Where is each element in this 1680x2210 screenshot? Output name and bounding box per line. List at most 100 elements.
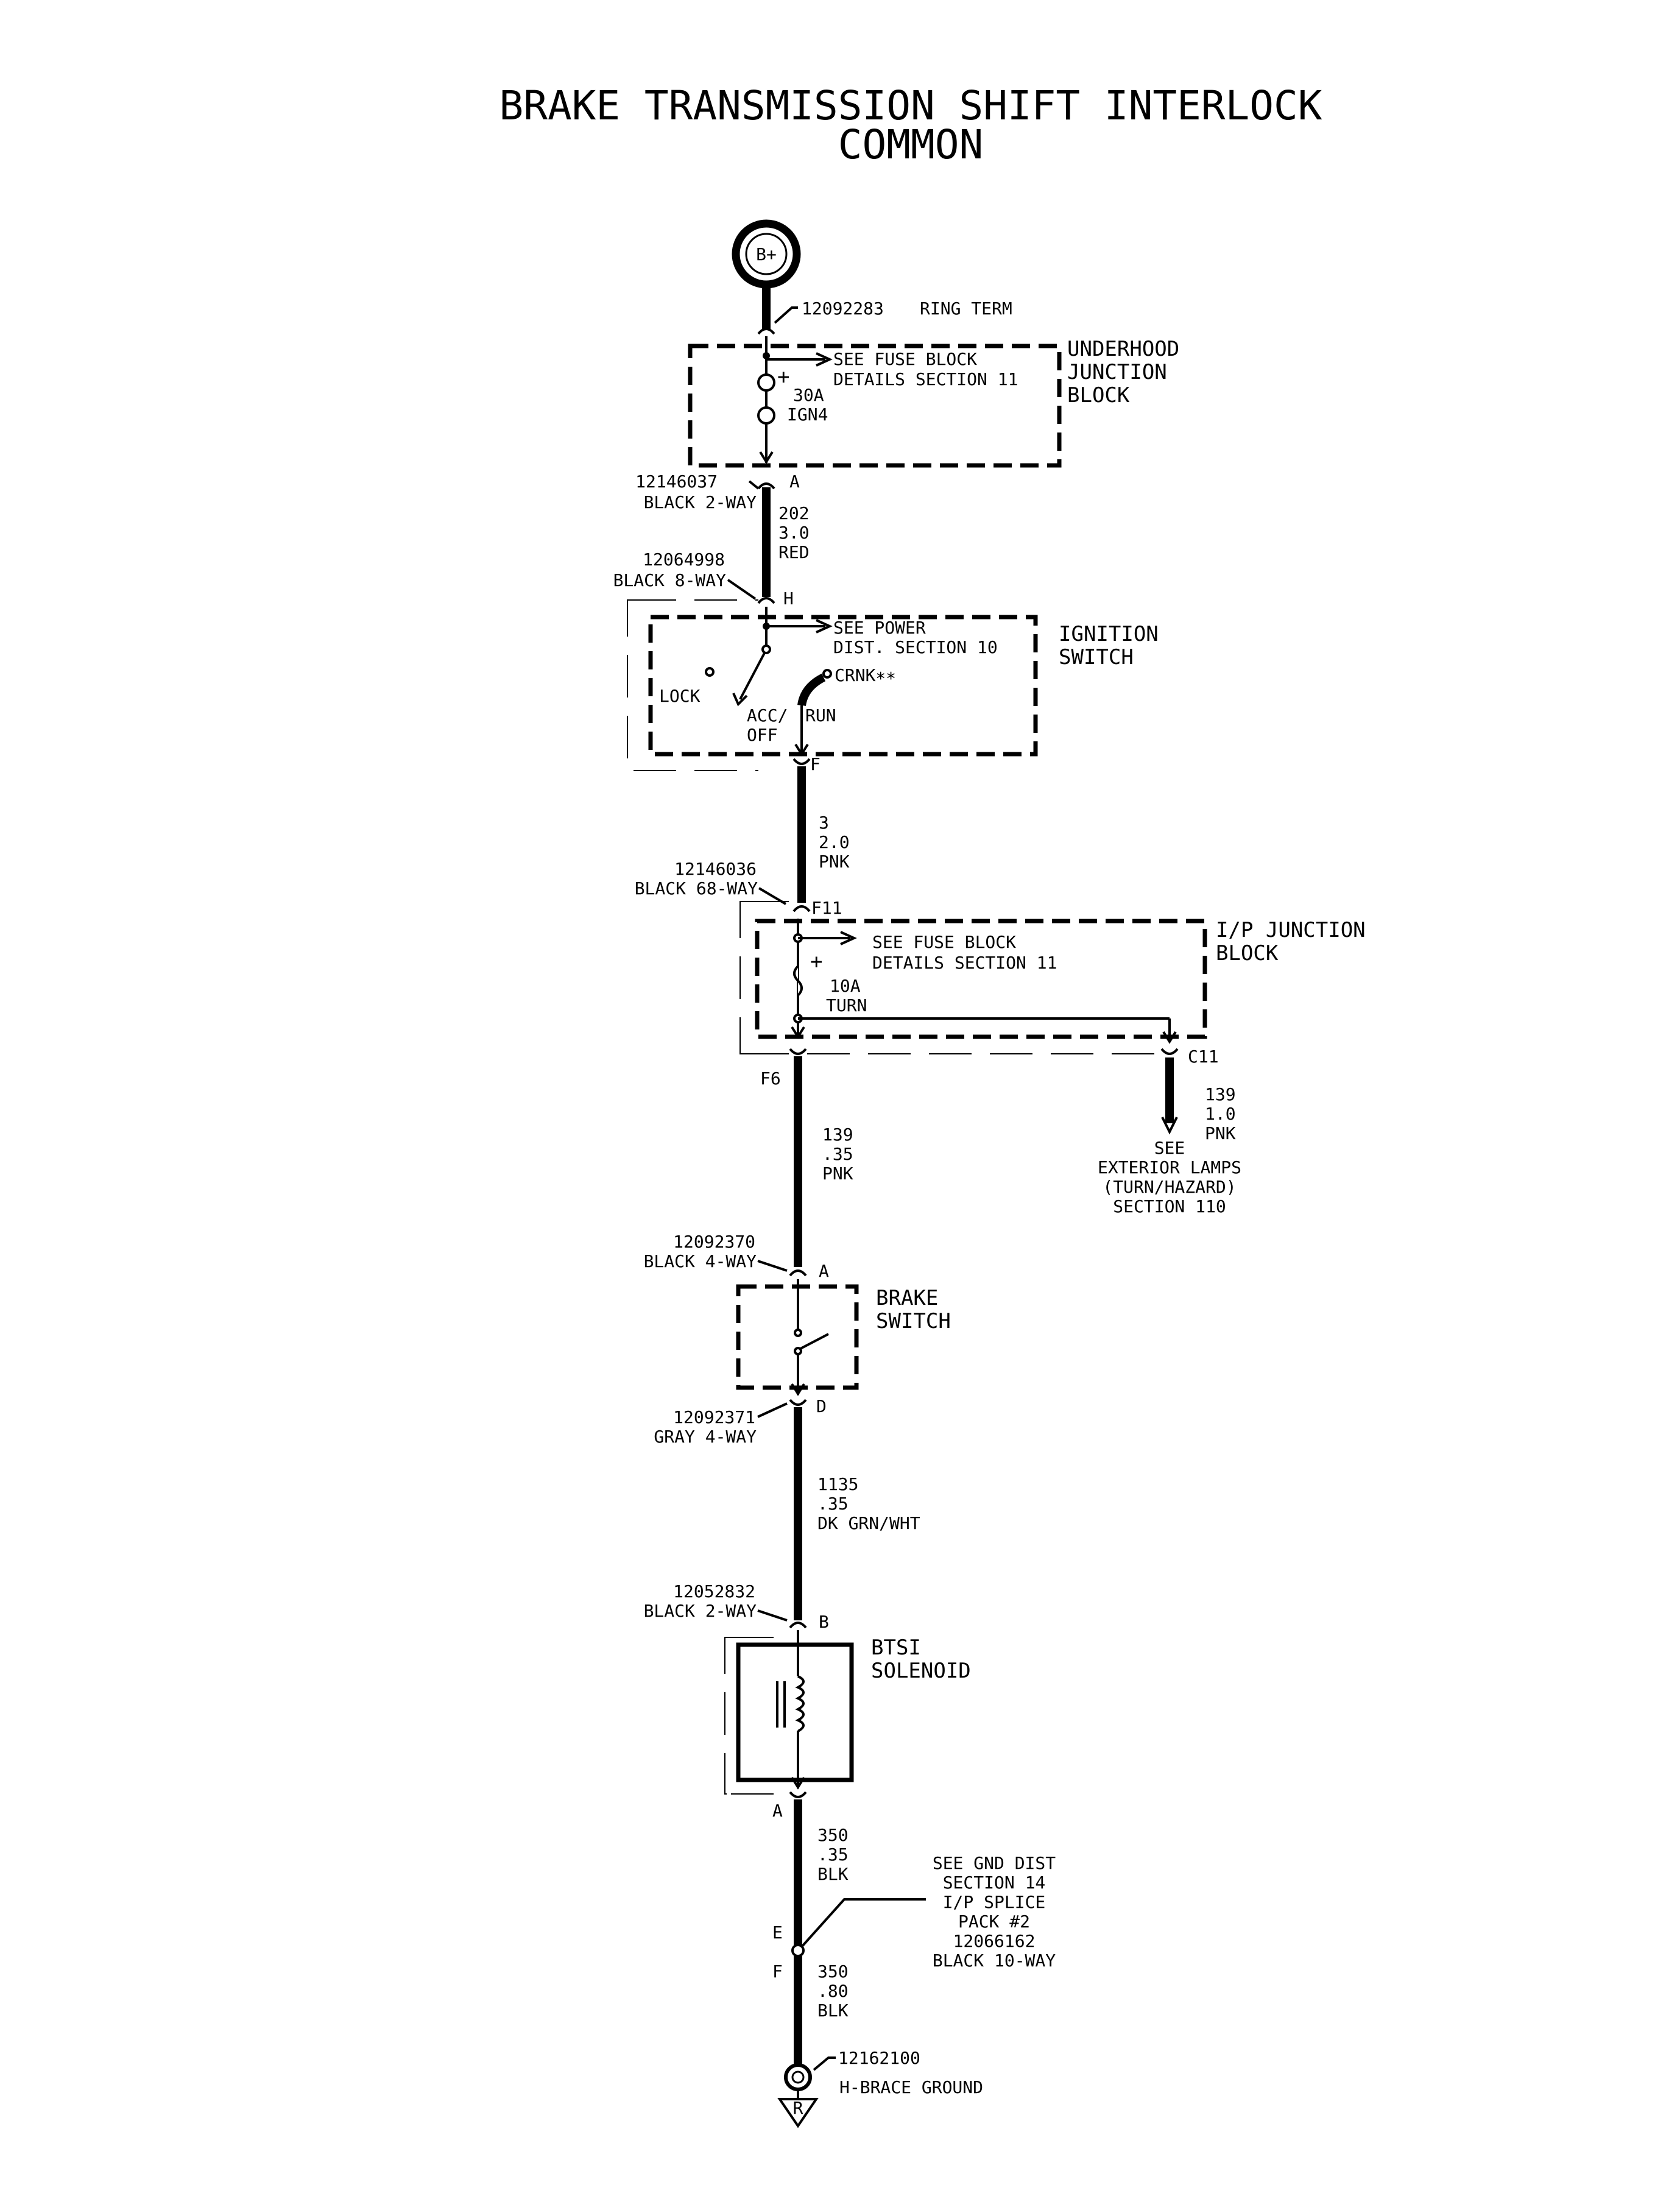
w7-gauge: .80	[817, 1981, 849, 2001]
fuse-30a-name: IGN4	[787, 404, 828, 425]
arrow-down-icon	[791, 1776, 805, 1790]
exterior-see: SEE	[1154, 1138, 1185, 1158]
w5-gauge: .35	[817, 1494, 849, 1514]
w2-gauge: 2.0	[819, 832, 850, 852]
solenoid-bracket	[724, 1637, 731, 1795]
splice-pin-e: E	[772, 1922, 783, 1943]
ignition-off: OFF	[747, 725, 778, 745]
battery-label: B+	[756, 244, 777, 264]
connector-c2-icon	[757, 597, 775, 604]
battery-positive-icon	[732, 219, 801, 289]
run-crank-contact	[797, 673, 826, 707]
connector-c6-icon	[789, 1622, 807, 1629]
brake-switch-name-2: SWITCH	[876, 1309, 951, 1333]
underhood-block-name-3: BLOCK	[1067, 383, 1130, 408]
ip-block-bracket	[739, 901, 746, 1054]
underhood-see-2: DETAILS SECTION 11	[833, 369, 1018, 389]
arrow-down-icon	[759, 451, 774, 464]
lock-contact-icon	[705, 667, 715, 677]
btsi-name-1: BTSI	[871, 1636, 921, 1660]
c3-desc: BLACK 68-WAY	[635, 878, 758, 898]
ip-block-name-1: I/P JUNCTION	[1216, 918, 1366, 942]
w4-gauge: 1.0	[1205, 1104, 1236, 1124]
arrow-down-icon	[1162, 1031, 1177, 1044]
ignition-run: RUN	[805, 705, 836, 725]
splice-pin-f: F	[772, 1961, 783, 1982]
ignition-see-1: SEE POWER	[833, 618, 926, 638]
brake-switch-contact-icon	[794, 1329, 802, 1337]
ignition-name-2: SWITCH	[1059, 645, 1134, 669]
splice-ref-6: BLACK 10-WAY	[933, 1951, 1056, 1971]
c4-part: 12092370	[673, 1232, 755, 1252]
c3-part: 12146036	[674, 859, 757, 879]
c6-part: 12052832	[673, 1581, 755, 1601]
underhood-plus: +	[777, 365, 789, 389]
junction-dot-icon	[763, 352, 770, 359]
fuse-30a-icon	[757, 373, 775, 392]
c6-pin: B	[819, 1612, 829, 1632]
c1-pin: A	[789, 471, 800, 492]
underhood-junction-block-outline	[688, 344, 1062, 468]
connector-f6-icon	[789, 1048, 807, 1055]
c4-desc: BLACK 4-WAY	[644, 1251, 757, 1271]
ignition-bracket	[627, 599, 634, 771]
arrow-down-icon	[794, 743, 809, 757]
ip-block-name-2: BLOCK	[1216, 941, 1279, 966]
w2-color: PNK	[819, 852, 850, 872]
w7-color: BLK	[817, 2000, 849, 2021]
ip-plus: +	[810, 950, 822, 974]
w7-num: 350	[817, 1961, 849, 1982]
arrow-down-icon	[791, 1026, 805, 1039]
w1-gauge: 3.0	[778, 523, 810, 543]
ignition-pivot-icon	[761, 644, 771, 654]
exterior-section: SECTION 110	[1113, 1196, 1226, 1216]
ignition-switch-arm	[739, 652, 766, 700]
w2-num: 3	[819, 813, 829, 833]
connector-c4-icon	[789, 1269, 807, 1277]
ip-see-1: SEE FUSE BLOCK	[872, 932, 1016, 952]
w3-num: 139	[822, 1124, 853, 1145]
splice-leader	[800, 1898, 926, 1948]
ring-term-leader	[774, 306, 798, 324]
w3-gauge: .35	[822, 1144, 853, 1164]
ip-see-2: DETAILS SECTION 11	[872, 953, 1057, 973]
connector-c5-icon	[789, 1399, 807, 1406]
splice-ref-2: SECTION 14	[943, 1873, 1046, 1893]
ignition-lock: LOCK	[659, 686, 701, 706]
ring-term-connector-icon	[757, 328, 775, 335]
c6-desc: BLACK 2-WAY	[644, 1601, 757, 1621]
c5-desc: GRAY 4-WAY	[654, 1427, 757, 1447]
c2-part: 12064998	[643, 549, 725, 570]
c4-pin: A	[819, 1261, 829, 1281]
ring-term-label: RING TERM	[920, 298, 1012, 319]
w6-gauge: .35	[817, 1845, 849, 1865]
ignition-see-2: DIST. SECTION 10	[833, 637, 998, 657]
diagram-title-line2: COMMON	[838, 121, 983, 168]
c3-out-pin: F6	[760, 1068, 781, 1089]
underhood-block-name-1: UNDERHOOD	[1067, 337, 1179, 361]
ignition-name-1: IGNITION	[1059, 622, 1159, 646]
arrow-down-icon	[1161, 1117, 1178, 1135]
fuse-10a-name: TURN	[826, 995, 867, 1015]
connector-c11-icon	[1160, 1048, 1179, 1055]
ignition-acc: ACC/	[747, 705, 788, 725]
btsi-solenoid-outline	[736, 1642, 854, 1782]
splice-ref-4: PACK #2	[958, 1912, 1030, 1932]
connector-c3-icon	[792, 905, 811, 913]
ring-term-part: 12092283	[802, 298, 884, 319]
c2-pin: H	[783, 588, 794, 609]
c1-part: 12146037	[635, 471, 718, 492]
splice-ref-5: 12066162	[953, 1931, 1036, 1951]
c5-part: 12092371	[673, 1407, 755, 1427]
c5-pin: D	[816, 1396, 827, 1416]
w1-num: 202	[778, 503, 810, 523]
w6-num: 350	[817, 1825, 849, 1845]
crank-contact-icon	[822, 669, 832, 679]
w3-color: PNK	[822, 1163, 853, 1184]
w1-color: RED	[778, 542, 810, 562]
w6-color: BLK	[817, 1864, 849, 1884]
c3-pin: F11	[811, 898, 842, 918]
exterior-turn-hazard: (TURN/HAZARD)	[1103, 1177, 1236, 1197]
ground-leader	[813, 2056, 836, 2071]
arrow-down-icon	[732, 693, 748, 707]
